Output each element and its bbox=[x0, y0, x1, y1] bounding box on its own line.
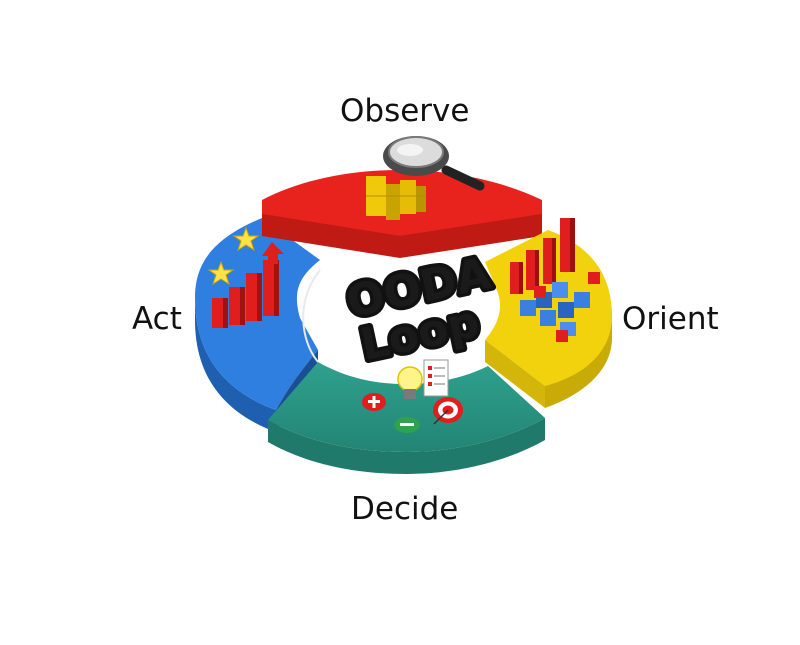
growth-chart-icon bbox=[207, 226, 284, 328]
magnifier-icon bbox=[366, 136, 485, 220]
ooda-title: OODA OODA Loop Loop bbox=[339, 244, 499, 374]
chart-cubes-icon bbox=[510, 218, 600, 342]
stage-label-orient: Orient bbox=[622, 301, 719, 337]
decide-segment bbox=[268, 362, 545, 474]
stage-label-decide: Decide bbox=[351, 491, 459, 527]
stage-label-act: Act bbox=[132, 301, 182, 337]
decision-icons bbox=[362, 359, 463, 433]
stage-label-observe: Observe bbox=[340, 93, 470, 129]
